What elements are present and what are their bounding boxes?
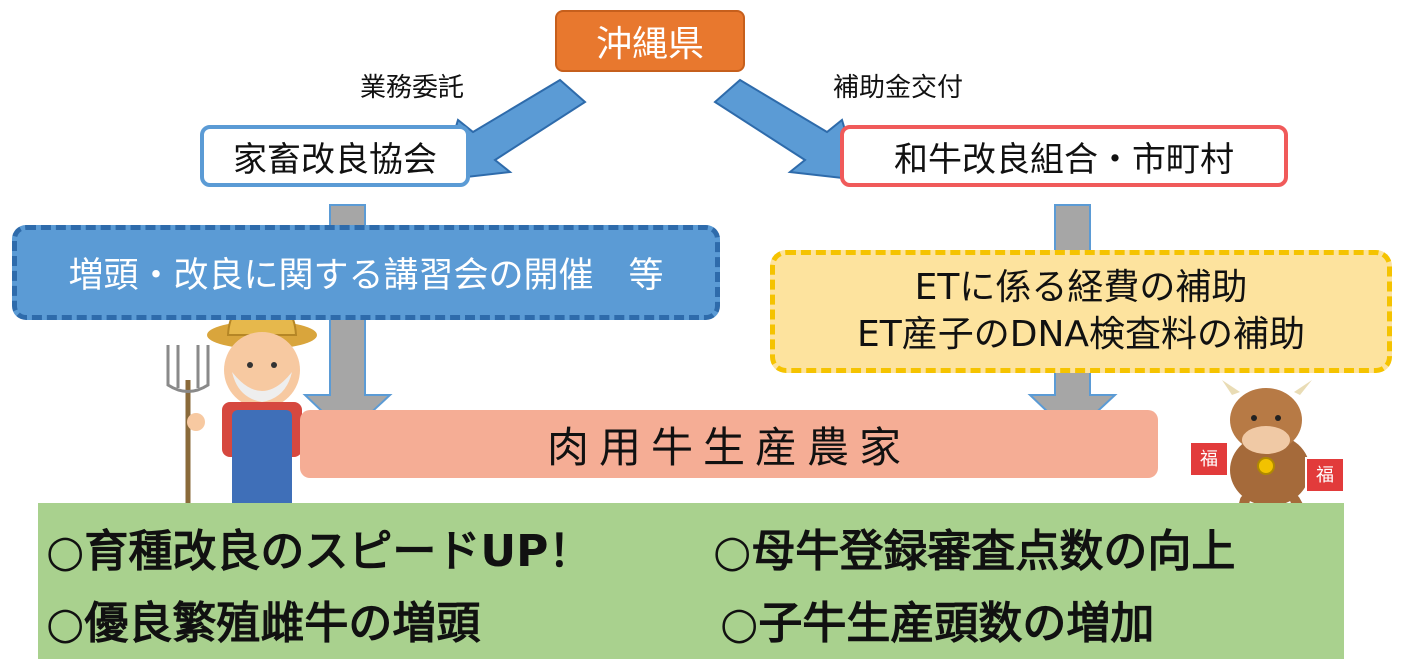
subsidy-label: 補助金交付: [833, 73, 964, 103]
result-calf-production: ○子牛生産頭数の増加: [720, 598, 1155, 649]
outsourcing-label: 業務委託: [360, 73, 465, 103]
result-cow-increase: ○優良繁殖雌牛の増頭: [46, 598, 481, 649]
arrow-to-association: [438, 78, 587, 182]
association-box: 家畜改良協会: [200, 125, 470, 187]
cow-bag-left-text: 福: [1200, 449, 1218, 470]
union-action-line-1: ETに係る経費の補助: [914, 266, 1248, 308]
result-registration-score: ○母牛登録審査点数の向上: [713, 526, 1236, 577]
arrow-to-union: [713, 78, 862, 182]
union-action-box: ETに係る経費の補助 ET産子のDNA検査料の補助: [770, 250, 1392, 373]
results-panel: ○育種改良のスピードUP！ ○母牛登録審査点数の向上 ○優良繁殖雌牛の増頭 ○子…: [38, 503, 1344, 659]
prefecture-box: 沖縄県: [555, 10, 745, 72]
result-breeding-speed: ○育種改良のスピードUP！: [46, 526, 593, 577]
union-action-line-2: ET産子のDNA検査料の補助: [856, 313, 1305, 355]
union-municipality-box: 和牛改良組合・市町村: [840, 125, 1288, 187]
farmer-illustration: [166, 296, 317, 525]
beef-farmers-bar: 肉用牛生産農家: [300, 410, 1158, 478]
association-action-box: 増頭・改良に関する講習会の開催 等: [12, 225, 720, 320]
cow-bag-right-text: 福: [1316, 465, 1334, 486]
